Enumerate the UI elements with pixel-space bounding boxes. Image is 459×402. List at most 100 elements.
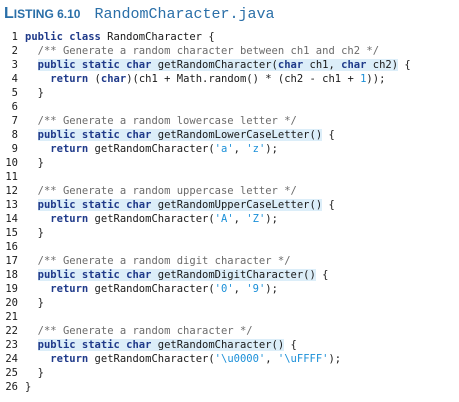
listing-title: LISTING 6.10 RandomCharacter.java (4, 4, 275, 24)
code-line: 23 public static char getRandomCharacter… (0, 338, 459, 352)
code-line: 7 /** Generate a random lowercase letter… (0, 114, 459, 128)
code-line: 3 public static char getRandomCharacter(… (0, 58, 459, 72)
code-text: return getRandomCharacter('0', '9'); (25, 282, 278, 296)
code-token (25, 353, 50, 365)
line-number: 17 (5, 255, 18, 267)
code-token: } (25, 367, 44, 379)
code-text: return (char)(ch1 + Math.random() * (ch2… (25, 72, 385, 86)
code-token (25, 213, 50, 225)
code-line: 10 } (0, 156, 459, 170)
code-text: } (25, 86, 44, 100)
code-line: 17 /** Generate a random digit character… (0, 254, 459, 268)
code-line: 14 return getRandomCharacter('A', 'Z'); (0, 212, 459, 226)
line-number: 6 (11, 101, 18, 113)
line-number: 11 (5, 171, 18, 183)
code-token: } (25, 227, 44, 239)
line-number: 13 (5, 199, 18, 211)
code-line: 11 (0, 170, 459, 184)
code-keyword: return (50, 143, 89, 155)
code-keyword: char (341, 59, 367, 71)
code-token: , (233, 213, 247, 225)
code-line: 4 return (char)(ch1 + Math.random() * (c… (0, 72, 459, 86)
code-text: /** Generate a random lowercase letter *… (25, 114, 297, 128)
code-token (25, 59, 38, 71)
code-token (25, 129, 38, 141)
code-token: getRandomCharacter( (88, 213, 215, 225)
code-token: getRandomCharacter( (151, 59, 278, 71)
code-keyword: return (50, 353, 89, 365)
code-text: } (25, 156, 44, 170)
line-number: 9 (11, 143, 18, 155)
code-token: } (25, 381, 32, 393)
line-number: 18 (5, 269, 18, 281)
code-token: )); (366, 73, 386, 85)
line-number: 3 (11, 59, 18, 71)
code-keyword: public class (25, 31, 101, 43)
code-literal: 1 (360, 73, 367, 85)
code-token (25, 45, 38, 57)
code-line: 20 } (0, 296, 459, 310)
code-token: )(ch1 + Math.random() * (ch2 - ch1 + (126, 73, 361, 85)
code-text: public static char getRandomCharacter( ch… (25, 58, 411, 72)
code-line: 13 public static char getRandomUpperCase… (0, 198, 459, 212)
code-literal: 'A' (214, 213, 234, 225)
line-number: 1 (11, 31, 18, 43)
code-line: 22 /** Generate a random character */ (0, 324, 459, 338)
code-keyword: public static char (37, 269, 152, 281)
code-token: { (315, 269, 329, 281)
code-token: getRandomCharacter( (88, 353, 215, 365)
code-line: 18 public static char getRandomDigitChar… (0, 268, 459, 282)
line-number: 5 (11, 87, 18, 99)
code-token (25, 185, 38, 197)
code-text: } (25, 380, 31, 394)
code-text: public static char getRandomCharacter() … (25, 338, 297, 352)
code-comment: /** Generate a random character */ (37, 325, 253, 337)
code-comment: /** Generate a random character between … (37, 45, 380, 57)
code-token: getRandomDigitCharacter() (151, 269, 316, 281)
code-token (25, 283, 50, 295)
line-number: 23 (5, 339, 18, 351)
code-comment: /** Generate a random lowercase letter *… (37, 115, 297, 127)
code-literal: '\u0000' (214, 353, 266, 365)
code-token: { (284, 339, 297, 351)
code-keyword: public static char (37, 59, 152, 71)
listing-label-head: L (4, 5, 14, 22)
code-token: , (265, 353, 278, 365)
code-token (25, 143, 50, 155)
code-token: } (25, 297, 44, 309)
code-token: ); (265, 143, 278, 155)
code-token (25, 339, 38, 351)
code-keyword: public static char (37, 199, 152, 211)
code-line: 5 } (0, 86, 459, 100)
line-number: 12 (5, 185, 18, 197)
code-line: 15 } (0, 226, 459, 240)
code-literal: '9' (246, 283, 266, 295)
code-keyword: char (100, 73, 127, 85)
code-token: } (25, 87, 44, 99)
code-token (25, 115, 38, 127)
code-token (25, 325, 38, 337)
code-line: 24 return getRandomCharacter('\u0000', '… (0, 352, 459, 366)
code-token: ); (265, 213, 278, 225)
code-line: 26} (0, 380, 459, 394)
line-number: 14 (5, 213, 18, 225)
line-number: 22 (5, 325, 18, 337)
code-token: getRandomUpperCaseLetter() (151, 199, 323, 211)
code-token: { (322, 199, 335, 211)
code-token (25, 73, 50, 85)
line-number: 20 (5, 297, 18, 309)
code-text: return getRandomCharacter('A', 'Z'); (25, 212, 278, 226)
code-literal: 'z' (246, 143, 266, 155)
code-line: 6 (0, 100, 459, 114)
listing-label-rest: ISTING 6.10 (13, 7, 81, 21)
code-text: return getRandomCharacter('\u0000', '\uF… (25, 352, 341, 366)
code-text: /** Generate a random digit character */ (25, 254, 291, 268)
code-token (25, 269, 38, 281)
code-token: { (398, 59, 411, 71)
line-number: 21 (5, 311, 18, 323)
code-line: 25 } (0, 366, 459, 380)
code-token: ch2) (366, 59, 399, 71)
code-line: 8 public static char getRandomLowerCaseL… (0, 128, 459, 142)
line-number: 15 (5, 227, 18, 239)
